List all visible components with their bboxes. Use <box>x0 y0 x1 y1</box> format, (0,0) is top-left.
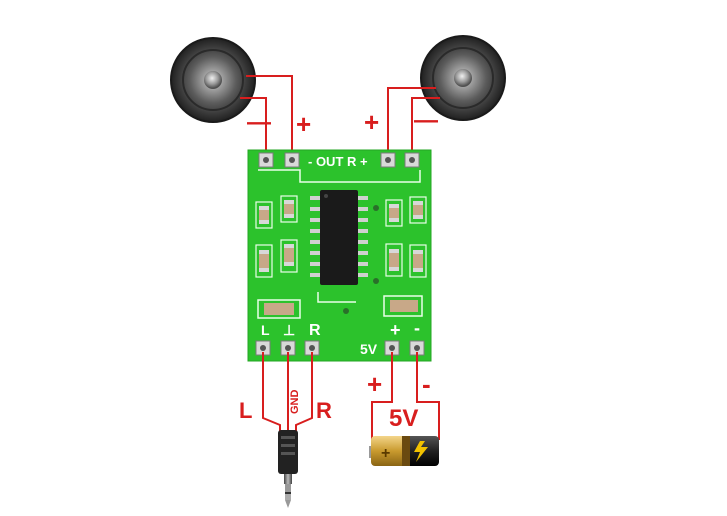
board-r-label: R <box>309 322 321 339</box>
audio-jack-icon <box>278 430 298 508</box>
power-plus-label: + <box>367 369 382 399</box>
bottom-pads <box>255 340 425 356</box>
board-l-label: L <box>261 322 270 338</box>
battery-icon <box>369 436 439 466</box>
board-minus-label: - <box>414 318 420 338</box>
power-voltage-label: 5V <box>389 405 418 432</box>
right-speaker-plus-label: + <box>364 107 379 137</box>
right-speaker-minus-label: — <box>414 107 438 134</box>
power-minus-label: - <box>422 369 431 399</box>
left-speaker <box>170 37 256 123</box>
board-gnd-label: ⊥ <box>283 322 295 338</box>
power-wires <box>371 352 440 440</box>
top-pads <box>258 152 420 168</box>
silk-out-label: - OUT R + <box>308 154 368 169</box>
left-speaker-minus-label: — <box>247 109 271 136</box>
left-speaker-plus-label: + <box>296 109 311 139</box>
input-l-label: L <box>239 398 252 423</box>
right-speaker <box>420 35 506 121</box>
board-5v-label: 5V <box>360 341 378 357</box>
input-r-label: R <box>316 398 332 423</box>
input-gnd-label: GND <box>289 390 301 415</box>
battery-plus-label: + <box>381 445 390 462</box>
smd-components <box>255 195 427 315</box>
amplifier-chip <box>310 190 368 285</box>
board-plus-label: + <box>390 320 401 340</box>
speaker-wires <box>240 75 440 158</box>
audio-input-wires <box>262 352 313 432</box>
